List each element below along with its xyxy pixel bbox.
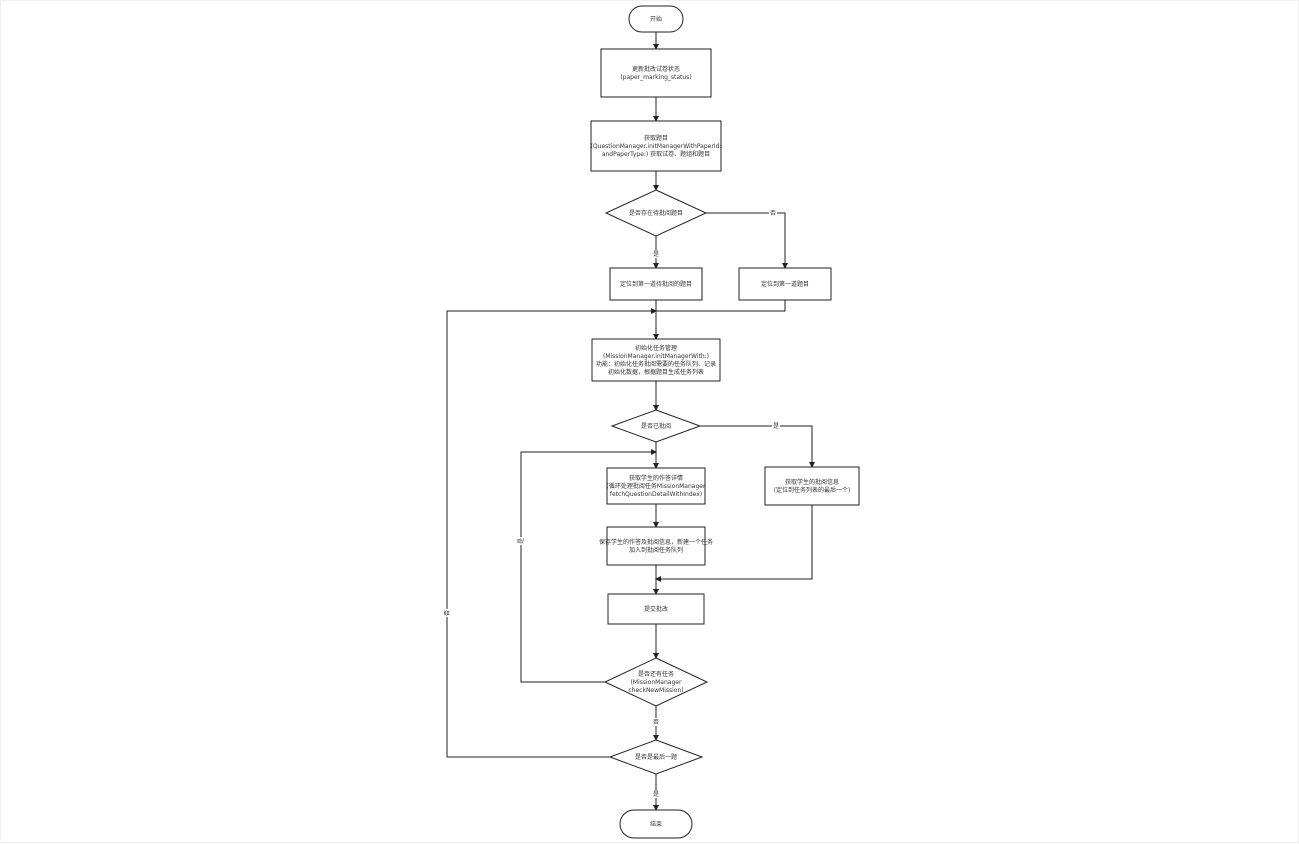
node-label-line: (循环处理批阅任务MissionManager: [607, 482, 706, 490]
terminal-shape: [619, 809, 693, 839]
node-label-line: 初始化数据，根据题目生成任务列表: [608, 368, 704, 376]
edge-label-text: 否: [653, 719, 659, 726]
node-label-line: 结束: [650, 820, 662, 828]
edge-label-background: [772, 422, 780, 430]
edge-cond-mission-yes-loop: [520, 449, 657, 683]
decision-shape: [608, 739, 704, 775]
node-update-status[interactable]: 更新批改试卷状态(paper_marking_status): [600, 48, 712, 98]
node-label-line: (定位到任务列表的最后一个): [774, 486, 851, 494]
edge-label-background: [443, 609, 451, 617]
node-label-line: checkNewMission): [628, 687, 683, 694]
process-shape: [600, 48, 712, 98]
node-label-line: 是否存在待批阅题目: [629, 209, 683, 217]
edge-label-text: 是: [773, 423, 779, 430]
node-get-student-answers[interactable]: 获取学生的作答详情(循环处理批阅任务MissionManagerfetchQue…: [606, 467, 706, 505]
edge-label-subjective-yes: 是: [652, 250, 660, 258]
decision-shape: [604, 189, 708, 237]
process-shape: [590, 120, 722, 172]
node-label-line: 定位到第一道题目: [761, 280, 809, 288]
edge-label-background: [769, 209, 777, 217]
edge-label-text: 是: [653, 251, 659, 258]
node-label-line: andPaperType:) 获取试卷、题组和题目: [602, 150, 710, 158]
node-label-line: 定位到第一道待批阅的题目: [620, 280, 692, 288]
node-label-line: 提交批改: [644, 605, 668, 613]
node-submit[interactable]: 提交批改: [607, 593, 705, 625]
edge-label-text: 是: [653, 791, 659, 798]
node-label-line: 获取题目: [644, 134, 668, 142]
process-shape: [609, 267, 703, 301]
node-label-line: (paper_marking_status): [620, 74, 691, 81]
edge-label-last-yes: 是: [652, 790, 660, 798]
node-init-task[interactable]: 初始化任务管理(MissionManager.initManagerWith:)…: [591, 338, 721, 382]
edge-label-text: 是: [518, 538, 525, 544]
flowchart-edges: [446, 32, 815, 811]
node-get-mark-info[interactable]: 获取学生的批阅信息(定位到任务列表的最后一个): [764, 466, 860, 506]
node-label-line: 是否还有任务: [638, 670, 674, 678]
edge-label-background: [517, 537, 525, 545]
node-label-line: (MissionManager: [631, 679, 682, 686]
node-label-line: 加入到批阅任务队列: [629, 546, 683, 554]
node-cond-is-last[interactable]: 是否是最后一题: [608, 739, 704, 775]
edge-label-background: [652, 250, 660, 258]
edge-label-last-no: 否: [443, 609, 451, 617]
node-label-line: (MissionManager.initManagerWith:): [603, 353, 709, 360]
node-label-line: 是否已批阅: [641, 422, 671, 430]
process-shape: [591, 338, 721, 382]
edge-label-subjective-no: 否: [769, 209, 777, 217]
edge-label-text: 否: [770, 210, 776, 217]
edge-cond-no-to-locate-first: [706, 212, 788, 269]
node-locate-first[interactable]: 定位到第一道题目: [738, 267, 832, 301]
process-shape: [606, 467, 706, 505]
edge-locate-first-to-join: [656, 300, 786, 312]
node-label-line: 获取学生的批阅信息: [785, 478, 839, 486]
process-shape: [607, 593, 705, 625]
node-label-line: 开始: [650, 15, 662, 23]
edge-label-marked-yes: 是: [772, 422, 780, 430]
decision-shape: [610, 409, 702, 443]
decision-shape: [603, 657, 709, 707]
process-shape: [606, 526, 706, 566]
node-cond-has-subjective[interactable]: 是否存在待批阅题目: [604, 189, 708, 237]
edge-label-background: [652, 718, 660, 726]
node-cond-is-marked[interactable]: 是否已批阅: [610, 409, 702, 443]
node-label-line: 初始化任务管理: [635, 344, 677, 352]
node-get-questions[interactable]: 获取题目(QuestionManager.initManagerWithPape…: [590, 120, 722, 172]
terminal-shape: [628, 5, 684, 33]
node-label-line: 获取学生的作答详情: [629, 474, 683, 482]
node-end[interactable]: 结束: [619, 809, 693, 839]
edge-mark-info-to-join: [655, 505, 813, 582]
edge-label-mission-yes: 是: [517, 537, 525, 545]
node-label-line: fetchQuestionDetailWithIndex): [610, 491, 702, 498]
edge-cond-marked-yes-to-mark-info: [700, 425, 815, 468]
node-label-line: 更新批改试卷状态: [632, 65, 680, 73]
edge-label-mission-no: 否: [652, 718, 660, 726]
node-label-line: 是否是最后一题: [635, 753, 677, 761]
edge-label-text: 否: [444, 610, 451, 616]
node-label-line: 功能：初始化任务批阅需要的任务队列、记录: [596, 360, 716, 368]
process-shape: [764, 466, 860, 506]
process-shape: [738, 267, 832, 301]
node-label-line: 保存学生的作答及批阅信息，新建一个任务: [599, 538, 713, 546]
node-label-line: (QuestionManager.initManagerWithPaperId:: [591, 143, 722, 150]
node-start[interactable]: 开始: [628, 5, 684, 33]
node-locate-first-unmarked[interactable]: 定位到第一道待批阅的题目: [609, 267, 703, 301]
edge-label-background: [652, 790, 660, 798]
edge-cond-last-no-loop: [446, 308, 657, 758]
